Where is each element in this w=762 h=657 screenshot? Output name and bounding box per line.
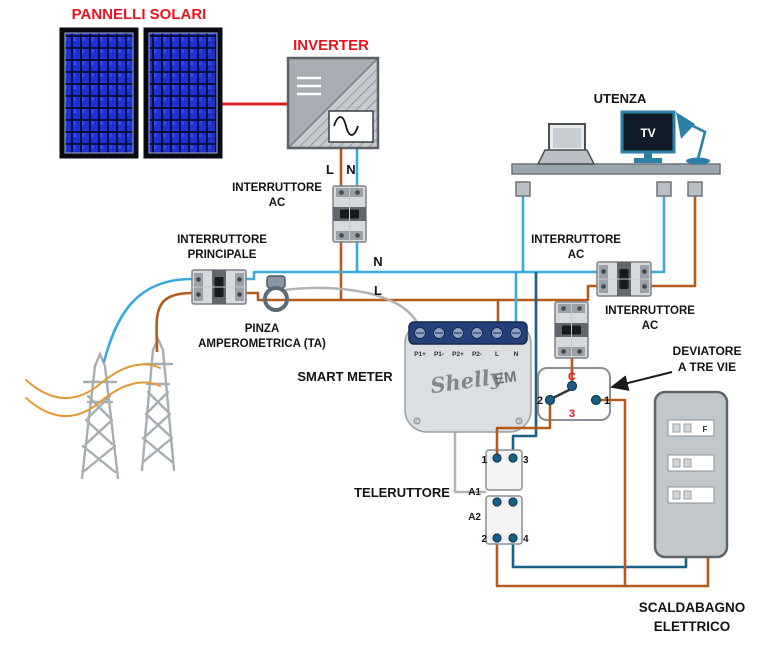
- terminal-screws: [414, 327, 522, 339]
- shelly-model: EM: [493, 368, 518, 388]
- breaker-ac-utenza: [596, 261, 652, 297]
- terminal-strip: [408, 321, 528, 345]
- label-teleruttore: TELERUTTORE: [354, 485, 450, 500]
- label-breaker-ac-inverter-1: INTERRUTTORE: [232, 182, 322, 194]
- label-breaker-ac-utenza-1: INTERRUTTORE: [531, 234, 621, 246]
- case-screw: [515, 417, 523, 425]
- pylon-icon: [80, 350, 120, 480]
- label-phase-bus: L: [374, 283, 382, 298]
- wires-sensor: [283, 286, 486, 494]
- solar-panel: [143, 27, 223, 159]
- wire-clamp-to-shelly: [283, 286, 420, 325]
- label-contactor-4: 4: [523, 534, 529, 545]
- shelly-terminal-label: N: [514, 351, 519, 358]
- case-screw: [413, 417, 421, 425]
- deviatore-pointer-arrow: [610, 371, 673, 391]
- label-switch-3: 3: [569, 408, 575, 420]
- shelly-terminal-label: P2-: [472, 351, 482, 358]
- breaker-ac-heater: [554, 301, 589, 359]
- laptop-icon: [536, 123, 596, 165]
- label-switch-2: 2: [537, 395, 543, 407]
- label-deviatore-1: DEVIATORE: [673, 344, 742, 358]
- wire-live-grid: [155, 291, 193, 353]
- label-utenza: UTENZA: [594, 91, 647, 106]
- contactor: [485, 449, 523, 545]
- label-contactor-1: 1: [481, 455, 487, 466]
- grid-span-wires: [25, 363, 161, 417]
- label-neutral-bus: N: [373, 254, 382, 269]
- shelly-terminal-label: L: [495, 351, 499, 358]
- label-pannelli-solari: PANNELLI SOLARI: [72, 6, 207, 23]
- label-scaldabagno-2: ELETTRICO: [654, 619, 731, 634]
- utenza-group: [511, 110, 721, 197]
- label-breaker-main-1: INTERRUTTORE: [177, 234, 267, 246]
- label-contactor-3: 3: [523, 455, 529, 466]
- breaker-ac-inverter: [332, 185, 367, 243]
- label-tv: TV: [640, 126, 655, 140]
- label-smart-meter: SMART METER: [297, 369, 393, 384]
- power-grid-towers-icon: [25, 336, 176, 480]
- label-neutral-inverter: N: [346, 162, 355, 177]
- water-heater: F: [653, 390, 729, 559]
- label-switch-common: C: [568, 371, 576, 383]
- label-contactor-2: 2: [481, 534, 487, 545]
- shelly-terminal-label: P1-: [434, 351, 444, 358]
- label-scaldabagno-1: SCALDABAGNO: [639, 600, 746, 615]
- wire-live-switch2-to-contactor: [495, 404, 552, 455]
- wires-live: [155, 148, 710, 588]
- shelly-terminal-label: P2+: [452, 351, 464, 358]
- label-pinza-2: AMPEROMETRICA (TA): [198, 338, 326, 350]
- label-phase-inverter: L: [326, 162, 334, 177]
- wire-shelly-to-coil: [453, 432, 486, 494]
- shelf: [511, 163, 721, 175]
- sine-wave-icon: [328, 110, 374, 143]
- socket-box: [656, 181, 672, 197]
- wire-neutral-grid: [102, 277, 193, 363]
- wire-live-bus: [246, 284, 597, 302]
- socket-box: [687, 181, 703, 197]
- label-breaker-ac-utenza-2: AC: [568, 249, 585, 261]
- pylon-icon: [140, 336, 176, 472]
- wire-neutral-utenza-right: [651, 196, 666, 274]
- socket-box: [515, 181, 531, 197]
- three-way-switch-terminals: [544, 380, 602, 406]
- label-switch-1: 1: [604, 395, 610, 407]
- contactor-terminals: [492, 453, 518, 543]
- current-clamp-icon: [263, 275, 289, 312]
- wire-live-utenza: [651, 196, 697, 288]
- inverter-box: [286, 56, 380, 150]
- shelly-em-device: P1+ P1- P2+ P2- L N Shelly EM: [404, 321, 532, 433]
- three-way-switch: [537, 367, 611, 421]
- solar-panel: [59, 27, 139, 159]
- dc-symbol-icon: [297, 76, 321, 96]
- desk-lamp-icon: [676, 112, 710, 165]
- wire-contactor-to-heater: [511, 541, 688, 569]
- shelly-terminal-label: P1+: [414, 351, 426, 358]
- wire-neutral-bus: [246, 270, 597, 281]
- tv-icon: [620, 110, 676, 163]
- breaker-main: [191, 269, 247, 305]
- wires-neutral-dark: [511, 272, 688, 569]
- label-pinza-1: PINZA: [245, 323, 280, 335]
- label-contactor-a2: A2: [468, 512, 481, 523]
- label-contactor-a1: A1: [468, 487, 481, 498]
- label-breaker-ac-inverter-2: AC: [269, 197, 286, 209]
- wire-live-contactor-to-heater: [495, 541, 710, 588]
- label-inverter: INVERTER: [293, 37, 369, 54]
- wires-live-post: [495, 358, 627, 586]
- wire-neutral-to-contactor: [511, 272, 538, 454]
- wires-neutral: [102, 148, 666, 363]
- heater-fuse-label: F: [703, 425, 708, 434]
- label-deviatore-2: A TRE VIE: [678, 360, 736, 374]
- label-breaker-ac-heater-1: INTERRUTTORE: [605, 305, 695, 317]
- label-breaker-main-2: PRINCIPALE: [188, 249, 257, 261]
- label-breaker-ac-heater-2: AC: [642, 320, 659, 332]
- wire-live-switch1-to-heater: [600, 398, 627, 586]
